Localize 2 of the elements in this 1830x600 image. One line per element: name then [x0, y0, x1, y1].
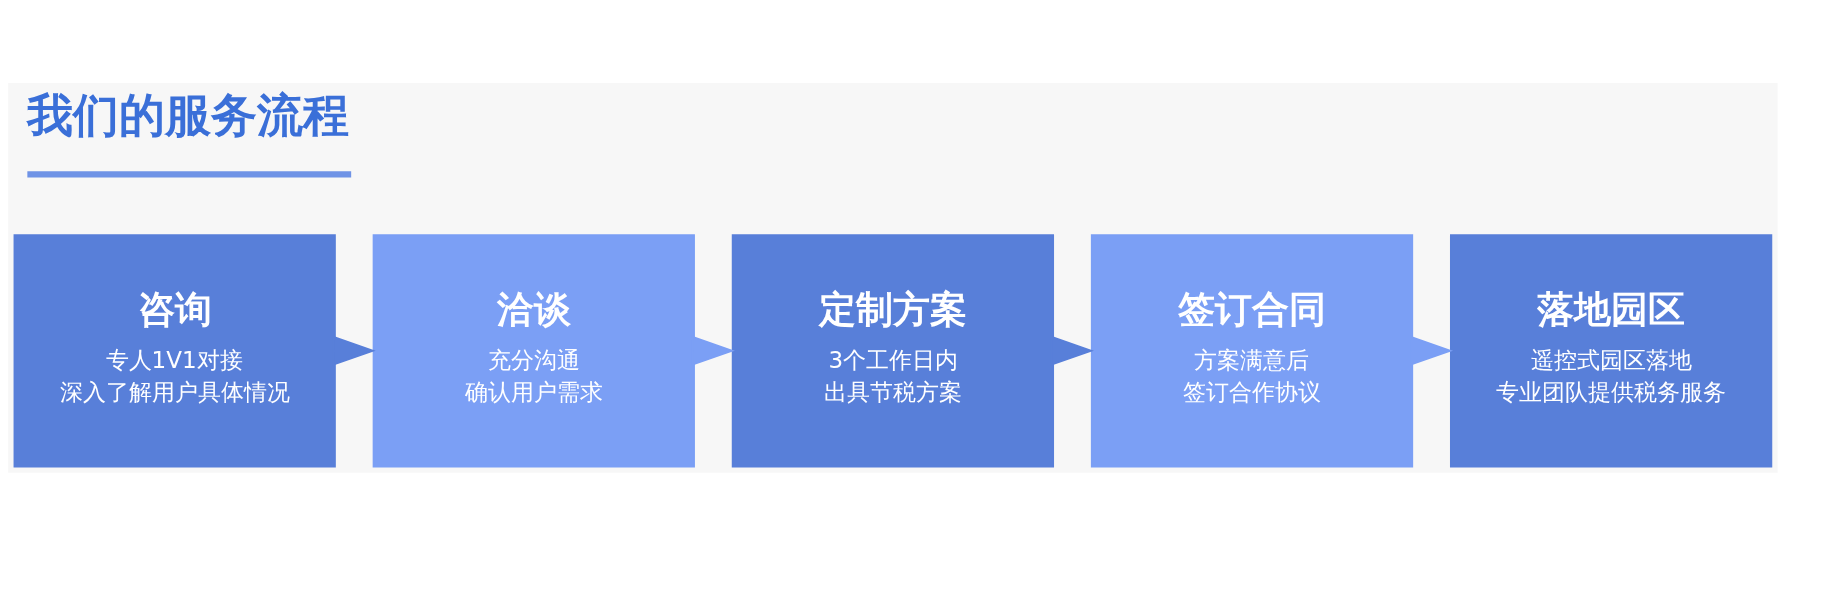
- node-box: 落地园区 遥控式园区落地 专业团队提供税务服务: [1450, 234, 1773, 468]
- diagram-title: 我们的服务流程: [27, 88, 350, 143]
